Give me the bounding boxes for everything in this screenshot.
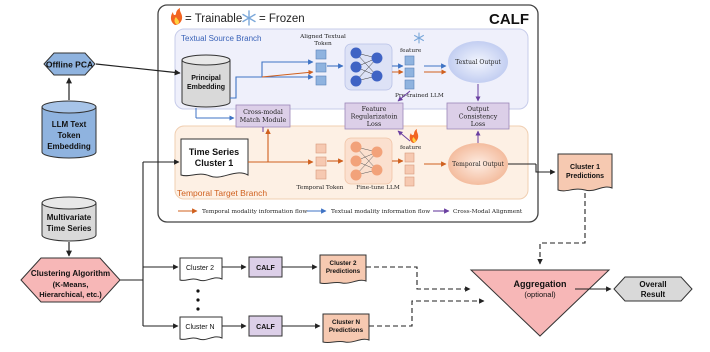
- pretrained-llm-label: Pre-trained LLM: [395, 93, 444, 99]
- align-bottom-feature: [397, 130, 411, 142]
- cluster1-predictions-node: Cluster 1 Predictions: [557, 153, 613, 192]
- ellipsis-dots: [196, 289, 200, 311]
- principal-embedding-node: Principal Embedding: [181, 54, 231, 108]
- frozen-label: = Frozen: [259, 13, 305, 25]
- cNpred-line2: Predictions: [329, 327, 364, 334]
- output-consistency-loss: Output Consistency Loss: [446, 102, 510, 130]
- legend-textual-flow: Textual modality information flow: [331, 209, 430, 215]
- arrow-orange-upper-a: [261, 69, 314, 78]
- calf-block-2: CALF: [248, 256, 283, 278]
- llm-embedding-line1: LLM Text: [52, 120, 87, 129]
- aggregation-note: (optional): [524, 290, 556, 299]
- cluster2-label: Cluster 2: [186, 265, 214, 272]
- arrow-to-cluster1-predictions: [535, 164, 556, 175]
- calf2-label: CALF: [256, 265, 275, 272]
- offline-pca-node: Offline PCA: [43, 52, 96, 76]
- flame-icon: [409, 129, 419, 143]
- snowflake-icon: [414, 32, 424, 44]
- calfN-label: CALF: [256, 324, 275, 331]
- overall-result-node: Overall Result: [613, 276, 693, 302]
- offline-pca-label: Offline PCA: [46, 60, 93, 70]
- legend-frozen: = Frozen: [242, 10, 305, 26]
- match-line1: Cross-modal: [243, 109, 283, 116]
- clustering-line3: Hierarchical, etc.): [39, 290, 102, 299]
- c1pred-line2: Predictions: [566, 173, 604, 180]
- principal-line1: Principal: [191, 75, 221, 82]
- c2pred-line2: Predictions: [326, 268, 361, 275]
- c2pred-line1: Cluster 2: [330, 260, 357, 267]
- calf-block-n: CALF: [248, 315, 283, 337]
- outcons-line3: Loss: [471, 121, 485, 128]
- dashed-cN-to-aggregation: [369, 298, 485, 327]
- trainable-label: = Trainable: [185, 13, 242, 25]
- clustering-line1: Clustering Algorithm: [31, 269, 110, 278]
- principal-line2: Embedding: [187, 84, 225, 91]
- calf-title: CALF: [489, 11, 529, 28]
- aligned-token-line1: Aligned Textual: [299, 34, 346, 40]
- feature-bottom-label: feature: [400, 145, 422, 151]
- feature-top-label: feature: [400, 48, 422, 54]
- clusterN-label: Cluster N: [185, 324, 214, 331]
- textual-output-node: Textual Output: [448, 41, 508, 83]
- time-series-cluster1-node: Time Series Cluster 1: [180, 138, 249, 178]
- temporal-output-label: Temporal Output: [452, 161, 504, 168]
- match-line2: Match Module: [240, 117, 287, 124]
- aggregation-label: Aggregation: [514, 279, 567, 289]
- flame-icon: [170, 8, 183, 25]
- outcons-line2: Consistency: [459, 114, 498, 121]
- finetune-llm-block: [344, 137, 393, 185]
- temporal-output-node: Temporal Output: [448, 143, 508, 185]
- aggregation-node: Aggregation (optional): [469, 269, 611, 337]
- clusterN-node: Cluster N: [179, 316, 223, 341]
- featreg-line2: Regularizatoin: [351, 114, 398, 121]
- clustering-line2: (K-Means,: [53, 280, 89, 289]
- aligned-textual-tokens: [315, 49, 327, 86]
- result-line2: Result: [641, 290, 666, 299]
- temporal-token-label: Temporal Token: [296, 185, 343, 191]
- outcons-line1: Output: [467, 106, 490, 113]
- cluster2-predictions-node: Cluster 2 Predictions: [319, 254, 367, 285]
- finetune-llm-label: Fine-tune LLM: [356, 185, 400, 191]
- dashed-c2-to-aggregation: [366, 266, 471, 292]
- snowflake-icon: [242, 10, 256, 26]
- textual-feature-tokens: [404, 55, 415, 90]
- llm-embedding-line2: Token: [58, 131, 81, 140]
- llm-token-embedding-node: LLM Text Token Embedding: [41, 100, 97, 159]
- temporal-branch-label: Temporal Target Branch: [177, 188, 267, 198]
- cNpred-line1: Cluster N: [332, 319, 360, 326]
- featreg-line1: Feature: [362, 106, 387, 113]
- clusterN-predictions-node: Cluster N Predictions: [322, 313, 370, 344]
- multivariate-time-series-node: Multivariate Time Series: [41, 196, 97, 242]
- multivariate-line1: Multivariate: [47, 213, 92, 222]
- featreg-line3: Loss: [367, 121, 381, 128]
- temporal-feature-tokens: [404, 152, 415, 187]
- feature-regularization-loss: Feature Regularizatoin Loss: [344, 102, 404, 130]
- arrow-principal-to-tokens: [230, 74, 314, 99]
- legend-trainable: = Trainable: [170, 8, 242, 25]
- pretrained-llm-block: [344, 43, 393, 91]
- align-top-feature: [397, 90, 411, 102]
- multivariate-line2: Time Series: [47, 224, 92, 233]
- dashed-cluster1-to-aggregation: [537, 193, 586, 265]
- flow-legend: Temporal modality information flow Textu…: [178, 208, 523, 215]
- llm-embedding-line3: Embedding: [47, 142, 91, 151]
- cluster2-node: Cluster 2: [179, 257, 223, 282]
- result-line1: Overall: [639, 280, 666, 289]
- legend-temporal-flow: Temporal modality information flow: [202, 209, 307, 215]
- arrow-principal-to-tokens-upper: [261, 59, 314, 77]
- temporal-tokens: [315, 143, 327, 180]
- clustering-algorithm-node: Clustering Algorithm (K-Means, Hierarchi…: [20, 257, 121, 303]
- ts-cluster1-line2: Cluster 1: [195, 158, 234, 168]
- ts-cluster1-line1: Time Series: [189, 147, 239, 157]
- textual-branch-label: Textual Source Branch: [181, 34, 262, 43]
- cross-modal-match-module: Cross-modal Match Module: [235, 104, 291, 128]
- legend-alignment: Cross-Modal Alignment: [453, 209, 523, 215]
- textual-output-label: Textual Output: [455, 59, 501, 66]
- c1pred-line1: Cluster 1: [570, 164, 600, 171]
- arrow-pca-to-principal: [95, 63, 181, 76]
- aligned-token-line2: Token: [314, 41, 332, 47]
